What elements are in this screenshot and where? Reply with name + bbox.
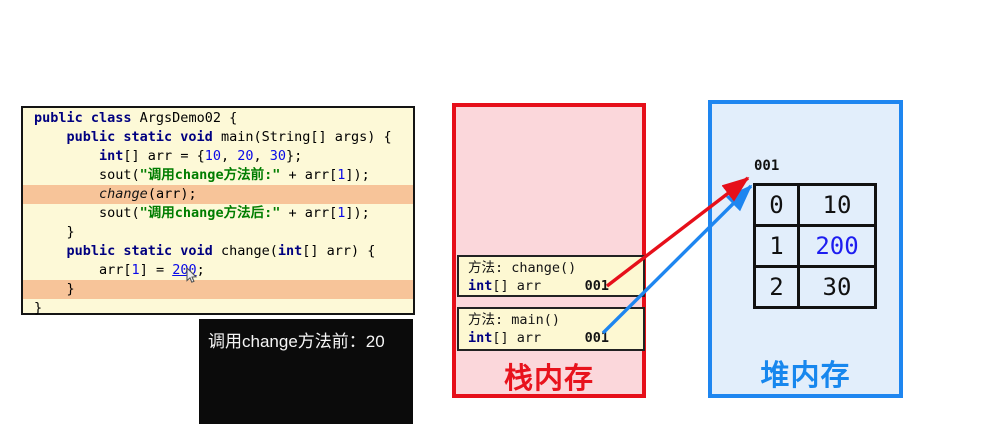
array-row-2: 2 30 — [753, 265, 877, 309]
frame-variable-row: int[] arr 001 — [468, 329, 643, 347]
array-row-0: 0 10 — [753, 183, 877, 227]
array-value-cell: 10 — [797, 183, 877, 227]
frame-address-value: 001 — [584, 330, 609, 346]
code-token: } — [34, 224, 75, 240]
code-token: public static void — [66, 243, 221, 259]
mouse-cursor — [186, 268, 198, 283]
code-token: ] = — [139, 262, 173, 278]
code-token — [34, 129, 67, 145]
code-token: ]); — [345, 167, 370, 183]
frame-var-type: int — [468, 278, 493, 294]
array-value-cell: 30 — [797, 265, 877, 309]
code-editor-panel: public class ArgsDemo02 { public static … — [21, 106, 415, 318]
array-index-cell: 2 — [753, 265, 800, 309]
code-token: }; — [286, 148, 303, 164]
code-token: [] arr = { — [123, 148, 205, 164]
code-token — [34, 186, 99, 202]
code-token: (arr); — [147, 186, 197, 202]
code-token: public static void — [66, 129, 221, 145]
code-token: sout( — [34, 167, 140, 183]
array-row-1: 1 200 — [753, 224, 877, 268]
console-output-text: 调用change方法前：20 — [208, 332, 385, 351]
frame-var-name: [] arr — [492, 278, 542, 294]
code-line-3: int[] arr = {10, 20, 30}; — [23, 147, 413, 166]
heap-address-label: 001 — [754, 158, 780, 174]
code-token: + arr[ — [280, 167, 338, 183]
heap-memory-title: 堆内存 — [760, 360, 851, 392]
code-line-1: public class ArgsDemo02 { — [23, 109, 413, 128]
code-token: change — [99, 186, 148, 202]
stack-memory-box — [452, 103, 646, 398]
code-line-8: public static void change(int[] arr) { — [23, 242, 413, 261]
code-line-11: } — [23, 299, 413, 318]
frame-address-value: 001 — [584, 278, 609, 294]
code-token: public class — [34, 110, 140, 126]
array-index-cell: 0 — [753, 183, 800, 227]
array-index-cell: 1 — [753, 224, 800, 268]
code-token: , — [220, 148, 238, 164]
code-token: ; — [196, 262, 205, 278]
frame-var-name: [] arr — [492, 330, 542, 346]
code-token: 1 — [131, 262, 140, 278]
code-token: 1 — [337, 167, 346, 183]
code-line-4: sout("调用change方法前:" + arr[1]); — [23, 166, 413, 185]
code-token: 20 — [237, 148, 254, 164]
code-token: arr[ — [34, 262, 132, 278]
code-token: ]); — [345, 205, 370, 221]
code-token: 30 — [269, 148, 287, 164]
code-token: change( — [220, 243, 278, 259]
code-token: } — [34, 281, 75, 297]
frame-method-label: 方法: main() — [468, 312, 561, 328]
code-line-5-highlighted: change(arr); — [23, 185, 413, 204]
code-line-10-highlighted: } — [23, 280, 413, 299]
code-token — [34, 148, 99, 164]
code-token: 10 — [204, 148, 221, 164]
code-token: int — [277, 243, 303, 259]
code-token: "调用change方法前:" — [139, 167, 281, 183]
code-token — [34, 243, 67, 259]
array-value-cell-changed: 200 — [797, 224, 877, 268]
code-token: 1 — [337, 205, 346, 221]
code-token: + arr[ — [280, 205, 338, 221]
code-token: , — [253, 148, 270, 164]
code-token: } — [34, 300, 43, 316]
frame-variable-row: int[] arr 001 — [468, 277, 643, 295]
stack-frame-change: 方法: change() int[] arr 001 — [457, 255, 645, 297]
code-line-7: } — [23, 223, 413, 242]
code-line-2: public static void main(String[] args) { — [23, 128, 413, 147]
code-token: main(String[] args) { — [220, 129, 392, 145]
code-line-9: arr[1] = 200; — [23, 261, 413, 280]
code-line-6: sout("调用change方法后:" + arr[1]); — [23, 204, 413, 223]
stack-frame-main: 方法: main() int[] arr 001 — [457, 307, 645, 351]
frame-var-type: int — [468, 330, 493, 346]
console-output-panel: 调用change方法前：20 — [199, 319, 413, 424]
code-token: ArgsDemo02 { — [139, 110, 238, 126]
heap-array-table: 0 10 1 200 2 30 — [753, 183, 877, 309]
code-token: "调用change方法后:" — [139, 205, 281, 221]
stack-memory-title: 栈内存 — [503, 363, 594, 395]
code-token: sout( — [34, 205, 140, 221]
code-token: [] arr) { — [302, 243, 376, 259]
code-token: int — [99, 148, 124, 164]
frame-method-label: 方法: change() — [468, 260, 577, 276]
